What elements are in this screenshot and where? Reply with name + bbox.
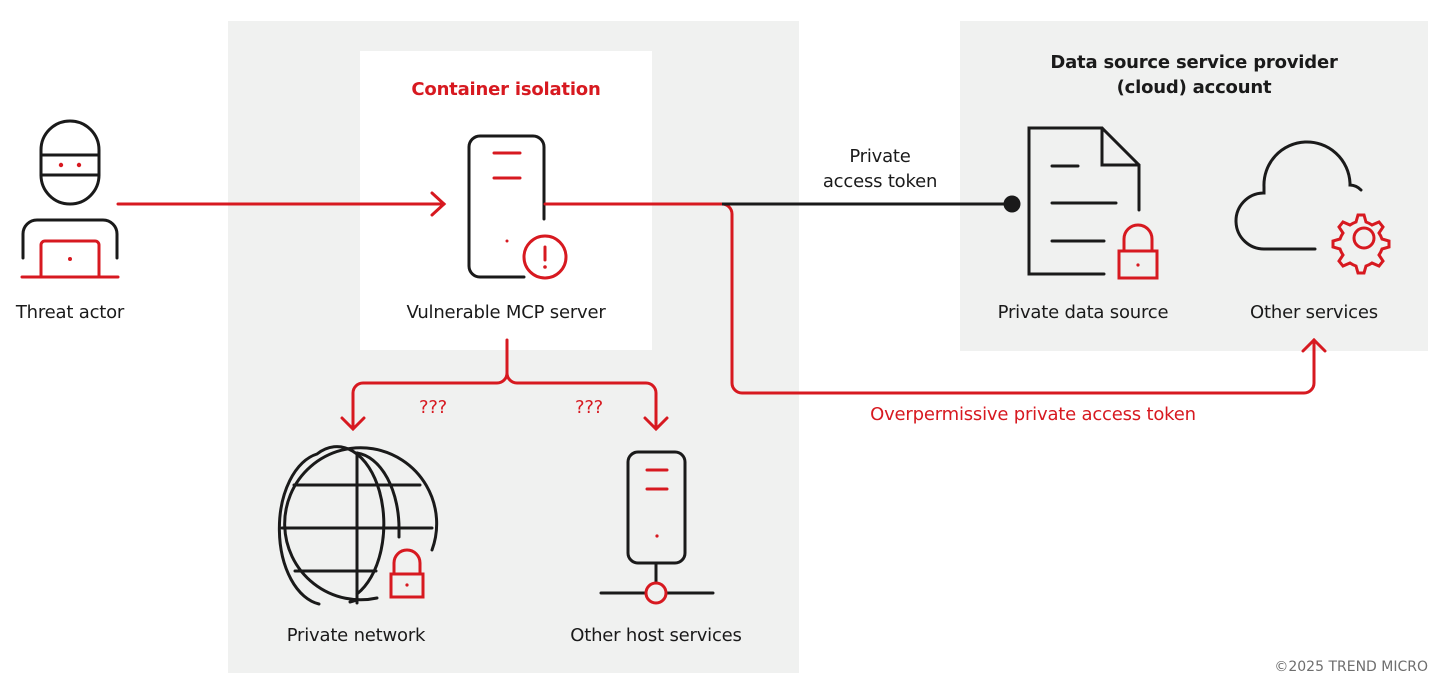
container-isolation-box (360, 51, 652, 350)
copyright-notice: ©2025 TREND MICRO (1274, 659, 1428, 675)
document-lock-icon (1027, 126, 1159, 280)
server-warning-icon (467, 134, 568, 280)
overpermissive-token-label: Overpermissive private access token (870, 404, 1196, 425)
container-isolation-title: Container isolation (411, 79, 601, 100)
globe-lock-icon (277, 445, 439, 606)
unknown-access-branches (340, 338, 669, 432)
threat-actor-label: Threat actor (15, 302, 125, 323)
attack-arrow (116, 191, 447, 217)
private-data-source-label: Private data source (997, 302, 1169, 323)
private-network-label: Private network (286, 625, 426, 646)
hacker-with-laptop-icon (20, 119, 120, 279)
overpermissive-token-path (543, 202, 1327, 395)
unknown-access-right-label: ??? (574, 397, 604, 418)
cloud-account-title-line1: Data source service provider (1050, 52, 1338, 73)
server-network-icon (599, 450, 715, 605)
other-services-label: Other services (1250, 302, 1378, 323)
private-token-label-line2: access token (822, 171, 938, 192)
cloud-account-title-line2: (cloud) account (1116, 77, 1272, 98)
cloud-gear-icon (1234, 140, 1391, 275)
private-token-line (722, 195, 1021, 213)
private-token-label-line1: Private (849, 146, 911, 167)
mcp-server-label: Vulnerable MCP server (406, 302, 606, 323)
other-host-services-label: Other host services (570, 625, 742, 646)
unknown-access-left-label: ??? (418, 397, 448, 418)
